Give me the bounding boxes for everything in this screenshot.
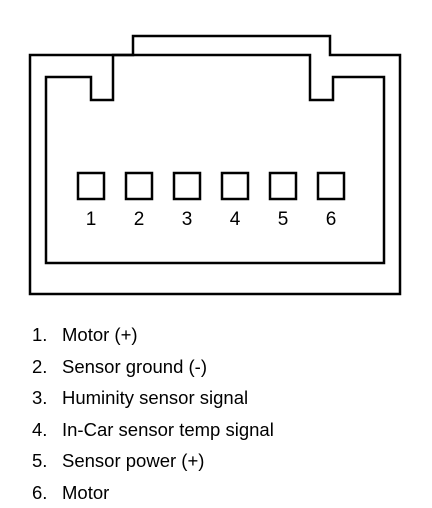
pin-6-terminal bbox=[318, 173, 344, 199]
legend-pin-function: Sensor power (+) bbox=[62, 450, 204, 471]
pin-row: 1 2 3 4 5 6 bbox=[78, 173, 344, 230]
pin-5-number: 5 bbox=[278, 209, 289, 230]
pin-6-number: 6 bbox=[326, 209, 337, 230]
pin-1-terminal bbox=[78, 173, 104, 199]
legend-item-pin-4: 4.In-Car sensor temp signal bbox=[32, 414, 274, 446]
pin-3-terminal bbox=[174, 173, 200, 199]
pin-5-terminal bbox=[270, 173, 296, 199]
connector-outer-housing bbox=[30, 36, 400, 294]
pin-legend: 1.Motor (+) 2.Sensor ground (-) 3.Humini… bbox=[32, 319, 274, 508]
legend-pin-number: 4. bbox=[32, 414, 62, 446]
legend-pin-number: 5. bbox=[32, 445, 62, 477]
legend-pin-function: Huminity sensor signal bbox=[62, 387, 248, 408]
legend-pin-function: In-Car sensor temp signal bbox=[62, 419, 274, 440]
legend-item-pin-1: 1.Motor (+) bbox=[32, 319, 274, 351]
pin-2-terminal bbox=[126, 173, 152, 199]
legend-pin-function: Motor (+) bbox=[62, 324, 138, 345]
legend-pin-number: 3. bbox=[32, 382, 62, 414]
pin-4-terminal bbox=[222, 173, 248, 199]
legend-item-pin-5: 5.Sensor power (+) bbox=[32, 445, 274, 477]
legend-pin-number: 6. bbox=[32, 477, 62, 508]
legend-pin-function: Motor bbox=[62, 482, 109, 503]
pin-3-number: 3 bbox=[182, 209, 193, 230]
legend-pin-function: Sensor ground (-) bbox=[62, 356, 207, 377]
pin-2-number: 2 bbox=[134, 209, 145, 230]
pin-4-number: 4 bbox=[230, 209, 241, 230]
legend-item-pin-2: 2.Sensor ground (-) bbox=[32, 351, 274, 383]
legend-item-pin-3: 3.Huminity sensor signal bbox=[32, 382, 274, 414]
legend-pin-number: 2. bbox=[32, 351, 62, 383]
connector-inner-cavity bbox=[46, 55, 384, 263]
legend-item-pin-6: 6.Motor bbox=[32, 477, 274, 508]
legend-pin-number: 1. bbox=[32, 319, 62, 351]
pin-1-number: 1 bbox=[86, 209, 97, 230]
connector-diagram: 1 2 3 4 5 6 bbox=[0, 0, 432, 310]
